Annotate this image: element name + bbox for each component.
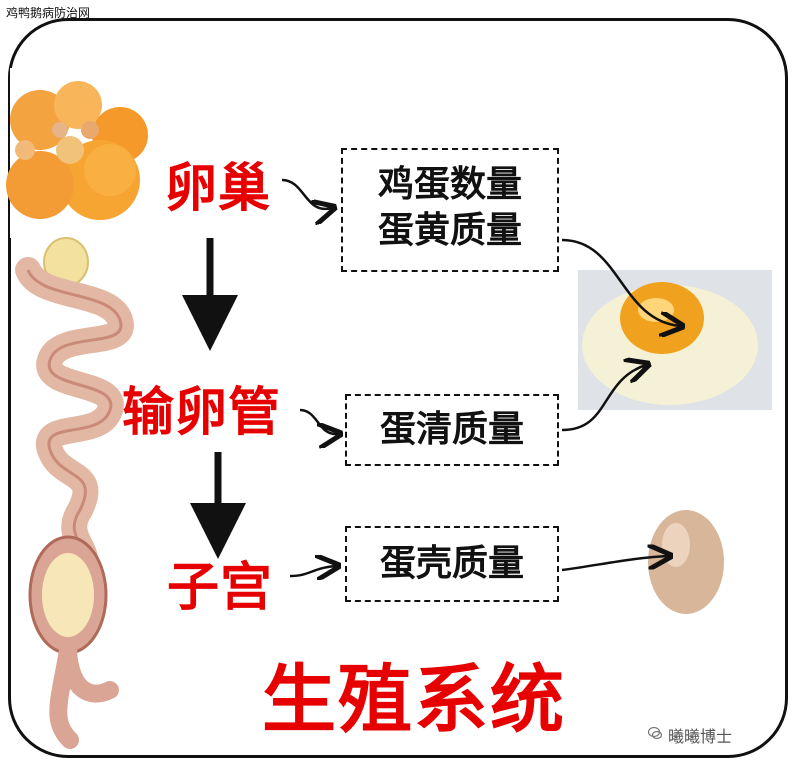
ovary-to-box-arrow [281, 178, 332, 209]
brown-egg-image [648, 510, 724, 614]
oviduct-tract-image [15, 237, 134, 749]
oviduct-to-box-arrow [299, 408, 338, 434]
cracked-egg-image [578, 270, 772, 410]
organ-label-ovary: 卵巢 [165, 159, 272, 219]
diagram-title: 生殖系统 [262, 657, 566, 743]
ovary-output-box: 鸡蛋数量 蛋黄质量 [341, 148, 559, 272]
shell-box-to-egg-arrow [561, 556, 668, 572]
yolk-box-to-egg-arrow [561, 238, 680, 326]
watermark-text: 曦曦博士 [668, 727, 733, 746]
uterus-to-box-arrow [289, 566, 336, 576]
organ-label-oviduct: 输卵管 [122, 383, 282, 443]
box-text-egg-count: 鸡蛋数量 [377, 164, 522, 205]
oviduct-output-box: 蛋清质量 [345, 394, 559, 466]
wechat-icon [648, 726, 662, 740]
box-text-albumen-quality: 蛋清质量 [379, 409, 524, 450]
organ-label-uterus: 子宫 [167, 558, 274, 618]
box-text-shell-quality: 蛋壳质量 [379, 543, 524, 584]
site-label: 鸡鸭鹅病防治网 [6, 6, 91, 20]
ovary-yolk-cluster-image [6, 68, 158, 238]
box-text-yolk-quality: 蛋黄质量 [377, 210, 522, 251]
uterus-output-box: 蛋壳质量 [345, 526, 559, 602]
albumen-box-to-egg-arrow [561, 365, 646, 432]
